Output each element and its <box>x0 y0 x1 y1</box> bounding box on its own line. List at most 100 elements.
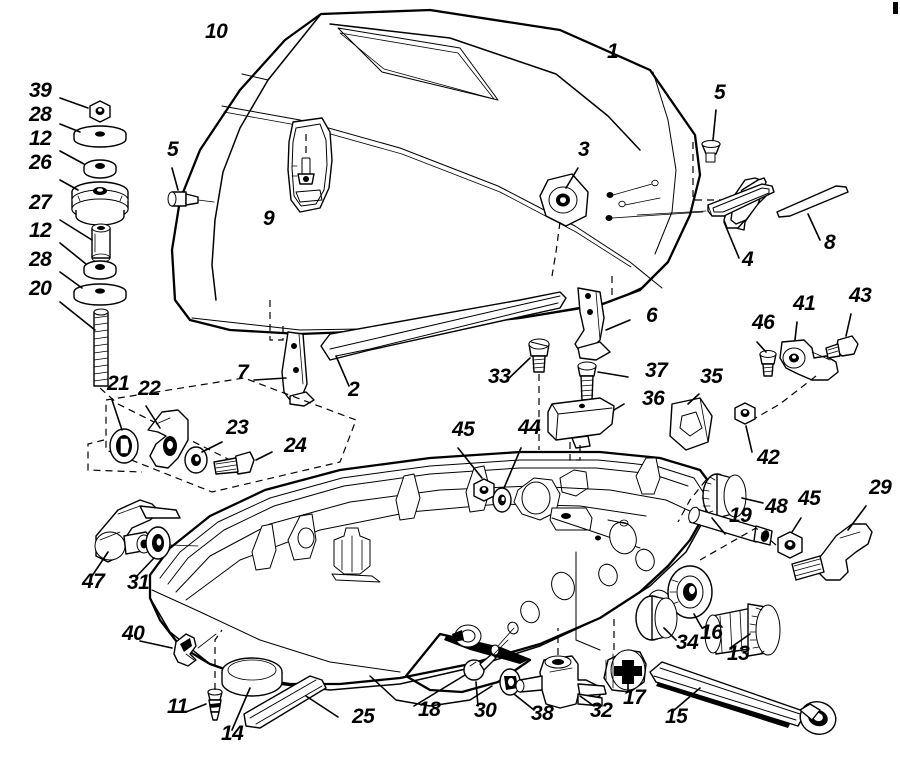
guide-7 <box>269 300 284 341</box>
leader-38 <box>513 693 535 711</box>
leader-48 <box>741 497 764 504</box>
leader-25 <box>305 695 339 718</box>
hinge-bracket-7 <box>281 331 315 407</box>
leader-24 <box>255 451 273 461</box>
callout-28-b: 28 <box>28 248 52 271</box>
ball-knob-30 <box>463 653 497 681</box>
leader-33 <box>505 357 531 382</box>
rubber-pad-block-36 <box>547 397 615 449</box>
hardware-group-outline <box>105 377 357 493</box>
bushing-eye-21 <box>109 428 139 464</box>
rubber-cap-plug-14 <box>221 657 283 697</box>
leader-2 <box>335 355 350 387</box>
guide-31 <box>169 544 199 547</box>
front-emblem-grommet-3 <box>539 173 589 227</box>
callout-46: 46 <box>751 311 775 334</box>
leader-22 <box>145 405 161 429</box>
locknut-45-right <box>777 531 803 559</box>
callout-42: 42 <box>756 446 780 469</box>
washer-12-upper <box>83 159 117 179</box>
shoulder-bolt-43 <box>825 335 859 359</box>
leader-40 <box>139 640 173 649</box>
callout-4: 4 <box>741 248 754 271</box>
callout-5-a: 5 <box>167 138 179 161</box>
callout-16: 16 <box>700 621 723 644</box>
flat-washer-23 <box>184 446 208 474</box>
leader-39 <box>59 97 89 109</box>
leader-15 <box>671 687 701 713</box>
callout-28-a: 28 <box>28 103 52 126</box>
leader-5-right <box>712 109 717 141</box>
lever-arm-41 <box>779 339 839 381</box>
leader-43 <box>845 313 852 337</box>
leader-37 <box>597 371 629 378</box>
guide-48 <box>677 479 707 523</box>
leader-30 <box>475 681 479 707</box>
threaded-stud-20 <box>93 308 109 387</box>
callout-14: 14 <box>221 722 244 745</box>
callout-1: 1 <box>607 40 618 63</box>
corner-mark <box>893 2 898 14</box>
guide-40 <box>197 633 217 649</box>
leader-5-left <box>171 167 179 191</box>
pan-interior-details <box>251 457 673 656</box>
leader-23 <box>201 441 223 453</box>
callout-5-b: 5 <box>714 81 726 104</box>
grommet-washer-31 <box>145 526 171 560</box>
callout-44: 44 <box>517 416 541 439</box>
emblem-badge-4 <box>707 183 775 217</box>
hex-bolt-37 <box>577 361 597 401</box>
callout-29: 29 <box>868 476 892 499</box>
leader-27 <box>59 219 93 241</box>
leader-28-lower <box>59 271 83 289</box>
latch-screw-9 <box>297 134 315 185</box>
callout-18: 18 <box>418 698 441 721</box>
callout-33: 33 <box>488 365 511 388</box>
lower-seal-moulding-2 <box>320 291 567 361</box>
bushing-cap-17 <box>603 649 647 693</box>
leader-44 <box>503 447 522 489</box>
callout-10: 10 <box>205 20 228 43</box>
leader-31 <box>135 557 155 578</box>
grommet-mount-26 <box>71 181 129 226</box>
knurled-knob-shaft-13 <box>704 603 781 657</box>
callout-43: 43 <box>848 284 872 307</box>
callout-13: 13 <box>727 642 750 665</box>
callout-35: 35 <box>700 365 723 388</box>
leader-36 <box>613 403 625 411</box>
callout-32: 32 <box>590 699 613 722</box>
leader-20 <box>59 301 96 331</box>
callout-15: 15 <box>665 705 688 728</box>
leader-29 <box>847 505 867 531</box>
callout-22: 22 <box>137 377 161 400</box>
callout-48: 48 <box>764 495 788 518</box>
callout-47: 47 <box>81 570 106 593</box>
guide-20-to-pan <box>99 387 251 471</box>
callout-9: 9 <box>263 207 275 230</box>
callout-number-layer: 10 1 39 28 12 26 27 12 28 20 5 5 9 3 4 8… <box>28 20 893 745</box>
callout-37: 37 <box>645 359 669 382</box>
callout-3: 3 <box>578 138 590 161</box>
callout-2: 2 <box>347 378 360 401</box>
pivot-shaft-rod-15 <box>649 661 837 735</box>
callout-34: 34 <box>676 631 699 654</box>
rubber-plug-34 <box>635 595 678 641</box>
callout-8: 8 <box>824 231 836 254</box>
leader-11 <box>185 703 207 713</box>
decal-strip-8 <box>776 185 849 218</box>
slotted-screw-33 <box>528 338 550 373</box>
callout-40: 40 <box>121 622 145 645</box>
callout-6: 6 <box>646 304 658 327</box>
callout-45-b: 45 <box>797 487 821 510</box>
leader-4 <box>723 221 740 259</box>
leader-45-left <box>457 447 483 479</box>
guide-11 <box>214 629 223 690</box>
hood-latch-recess <box>287 117 333 213</box>
callout-39: 39 <box>29 79 52 102</box>
callout-19: 19 <box>729 504 752 527</box>
washer-28-upper <box>73 125 127 148</box>
leader-12-lower <box>59 242 87 265</box>
small-screw-46 <box>759 350 777 377</box>
leader-12-upper <box>59 150 85 165</box>
